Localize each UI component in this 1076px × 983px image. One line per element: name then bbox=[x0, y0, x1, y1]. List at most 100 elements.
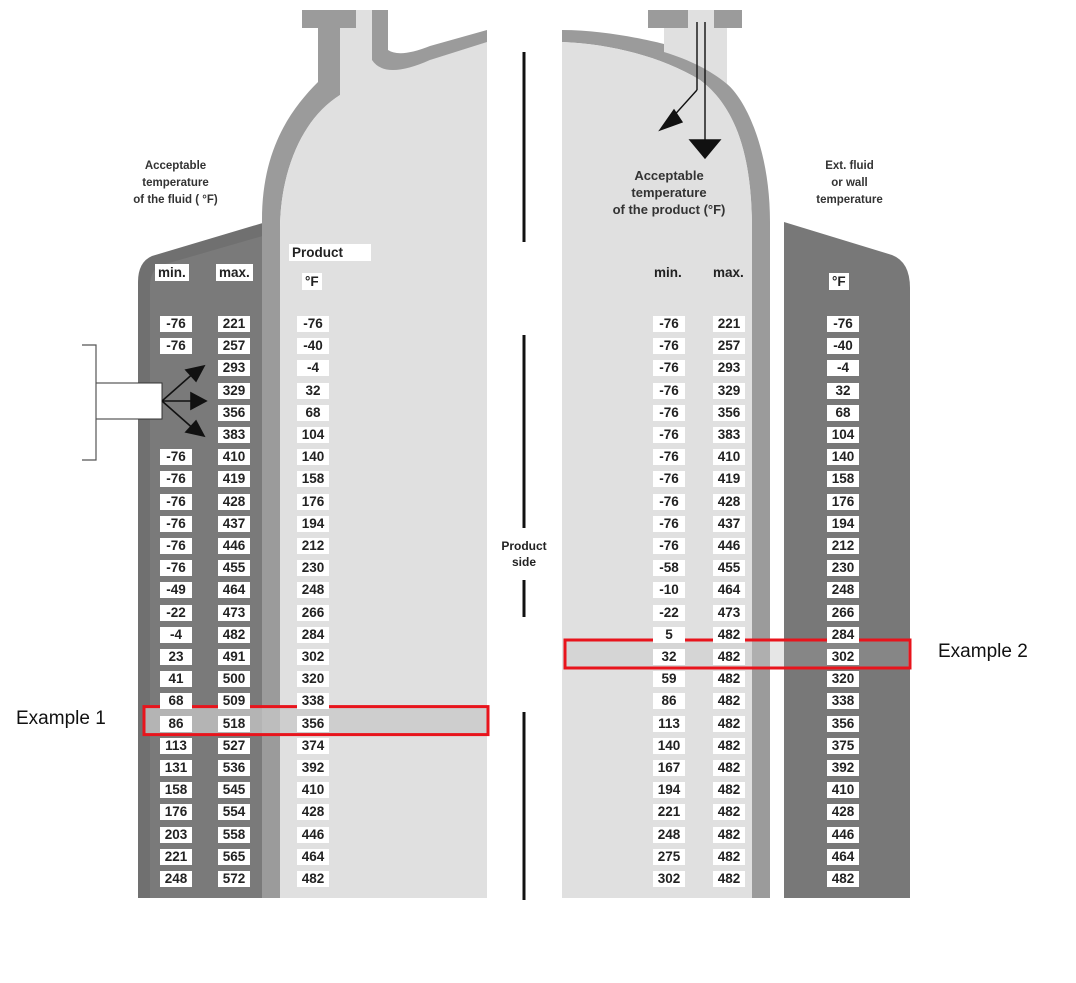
right-max-cell: 464 bbox=[713, 582, 745, 599]
left-f-cell: 68 bbox=[297, 404, 329, 421]
example-2-label: Example 2 bbox=[938, 641, 1028, 662]
right-max-cell: 356 bbox=[713, 404, 745, 421]
left-max-cell: 428 bbox=[218, 493, 250, 510]
left-f-cell: 158 bbox=[297, 471, 329, 488]
right-min-cell: -76 bbox=[653, 471, 685, 488]
right-f-cell: 176 bbox=[827, 493, 859, 510]
left-f-cell: 140 bbox=[297, 449, 329, 466]
left-max-cell: 509 bbox=[218, 693, 250, 710]
right-min-cell: 86 bbox=[653, 693, 685, 710]
left-f-cell: 176 bbox=[297, 493, 329, 510]
right-min-header: min. bbox=[654, 265, 682, 280]
left-max-cell: 455 bbox=[218, 560, 250, 577]
right-max-header: max. bbox=[713, 265, 744, 280]
right-f-cell: -40 bbox=[827, 338, 859, 355]
right-min-cell: -58 bbox=[653, 560, 685, 577]
right-f-cell: 410 bbox=[827, 782, 859, 799]
left-f-cell: 392 bbox=[297, 760, 329, 776]
right-min-cell: 5 bbox=[653, 626, 685, 643]
left-max-cell: 419 bbox=[218, 471, 250, 488]
left-min-cell: -76 bbox=[160, 560, 192, 577]
left-max-cell: 221 bbox=[218, 316, 250, 332]
right-min-cell: -76 bbox=[653, 338, 685, 355]
right-min-cell: -76 bbox=[653, 538, 685, 554]
left-min-cell: -76 bbox=[160, 538, 192, 554]
left-min-cell: 221 bbox=[160, 848, 192, 865]
left-min-cell: 68 bbox=[160, 693, 192, 710]
left-max-cell: 257 bbox=[218, 338, 250, 355]
right-min-cell: 113 bbox=[653, 715, 685, 732]
right-max-cell: 455 bbox=[713, 560, 745, 577]
right-min-cell: -76 bbox=[653, 382, 685, 399]
right-min-cell: 167 bbox=[653, 760, 685, 776]
left-f-cell: 104 bbox=[297, 427, 329, 443]
left-min-cell: 158 bbox=[160, 782, 192, 799]
right-f-cell: 230 bbox=[827, 560, 859, 577]
right-max-cell: 482 bbox=[713, 848, 745, 865]
right-min-cell: -76 bbox=[653, 404, 685, 421]
left-min-cell: -22 bbox=[160, 604, 192, 621]
right-max-cell: 482 bbox=[713, 782, 745, 799]
right-max-cell: 428 bbox=[713, 493, 745, 510]
left-min-cell: 86 bbox=[160, 715, 192, 732]
right-min-cell: 221 bbox=[653, 804, 685, 821]
right-f-cell: 338 bbox=[827, 693, 859, 710]
left-min-cell: 113 bbox=[160, 737, 192, 754]
right-max-cell: 419 bbox=[713, 471, 745, 488]
right-min-cell: -76 bbox=[653, 515, 685, 532]
right-min-cell: 59 bbox=[653, 671, 685, 688]
right-f-cell: 158 bbox=[827, 471, 859, 488]
left-max-cell: 482 bbox=[218, 626, 250, 643]
right-min-cell: -10 bbox=[653, 582, 685, 599]
right-max-cell: 482 bbox=[713, 760, 745, 776]
left-min-cell: -76 bbox=[160, 449, 192, 466]
left-min-cell: 23 bbox=[160, 649, 192, 665]
left-f-cell: 356 bbox=[297, 715, 329, 732]
right-max-cell: 482 bbox=[713, 826, 745, 843]
left-f-cell: -40 bbox=[297, 338, 329, 355]
left-max-cell: 572 bbox=[218, 871, 250, 887]
right-f-cell: 464 bbox=[827, 848, 859, 865]
right-f-cell: 375 bbox=[827, 737, 859, 754]
left-min-cell: -76 bbox=[160, 338, 192, 355]
right-max-cell: 293 bbox=[713, 360, 745, 377]
left-max-cell: 518 bbox=[218, 715, 250, 732]
right-max-cell: 410 bbox=[713, 449, 745, 466]
right-max-cell: 482 bbox=[713, 649, 745, 665]
left-max-header: max. bbox=[216, 264, 253, 281]
left-f-cell: 284 bbox=[297, 626, 329, 643]
right-max-cell: 446 bbox=[713, 538, 745, 554]
right-f-cell: 212 bbox=[827, 538, 859, 554]
left-max-cell: 527 bbox=[218, 737, 250, 754]
left-f-cell: 338 bbox=[297, 693, 329, 710]
right-max-cell: 482 bbox=[713, 693, 745, 710]
right-f-cell: -76 bbox=[827, 316, 859, 332]
left-max-cell: 491 bbox=[218, 649, 250, 665]
right-min-cell: -76 bbox=[653, 316, 685, 332]
right-min-cell: -76 bbox=[653, 427, 685, 443]
right-max-cell: 329 bbox=[713, 382, 745, 399]
left-max-cell: 464 bbox=[218, 582, 250, 599]
left-max-cell: 473 bbox=[218, 604, 250, 621]
left-max-cell: 356 bbox=[218, 404, 250, 421]
left-max-cell: 446 bbox=[218, 538, 250, 554]
right-max-cell: 482 bbox=[713, 804, 745, 821]
left-f-cell: 410 bbox=[297, 782, 329, 799]
left-f-cell: 374 bbox=[297, 737, 329, 754]
right-f-cell: 266 bbox=[827, 604, 859, 621]
right-f-cell: -4 bbox=[827, 360, 859, 377]
left-min-cell: -4 bbox=[160, 626, 192, 643]
left-max-cell: 410 bbox=[218, 449, 250, 466]
right-f-cell: 68 bbox=[827, 404, 859, 421]
left-max-cell: 565 bbox=[218, 848, 250, 865]
left-f-cell: 248 bbox=[297, 582, 329, 599]
example-1-label: Example 1 bbox=[16, 707, 106, 729]
right-f-cell: 482 bbox=[827, 871, 859, 887]
right-max-cell: 383 bbox=[713, 427, 745, 443]
left-min-cell: 131 bbox=[160, 760, 192, 776]
left-min-cell: -76 bbox=[160, 316, 192, 332]
left-f-cell: 446 bbox=[297, 826, 329, 843]
left-max-cell: 554 bbox=[218, 804, 250, 821]
right-max-cell: 482 bbox=[713, 626, 745, 643]
